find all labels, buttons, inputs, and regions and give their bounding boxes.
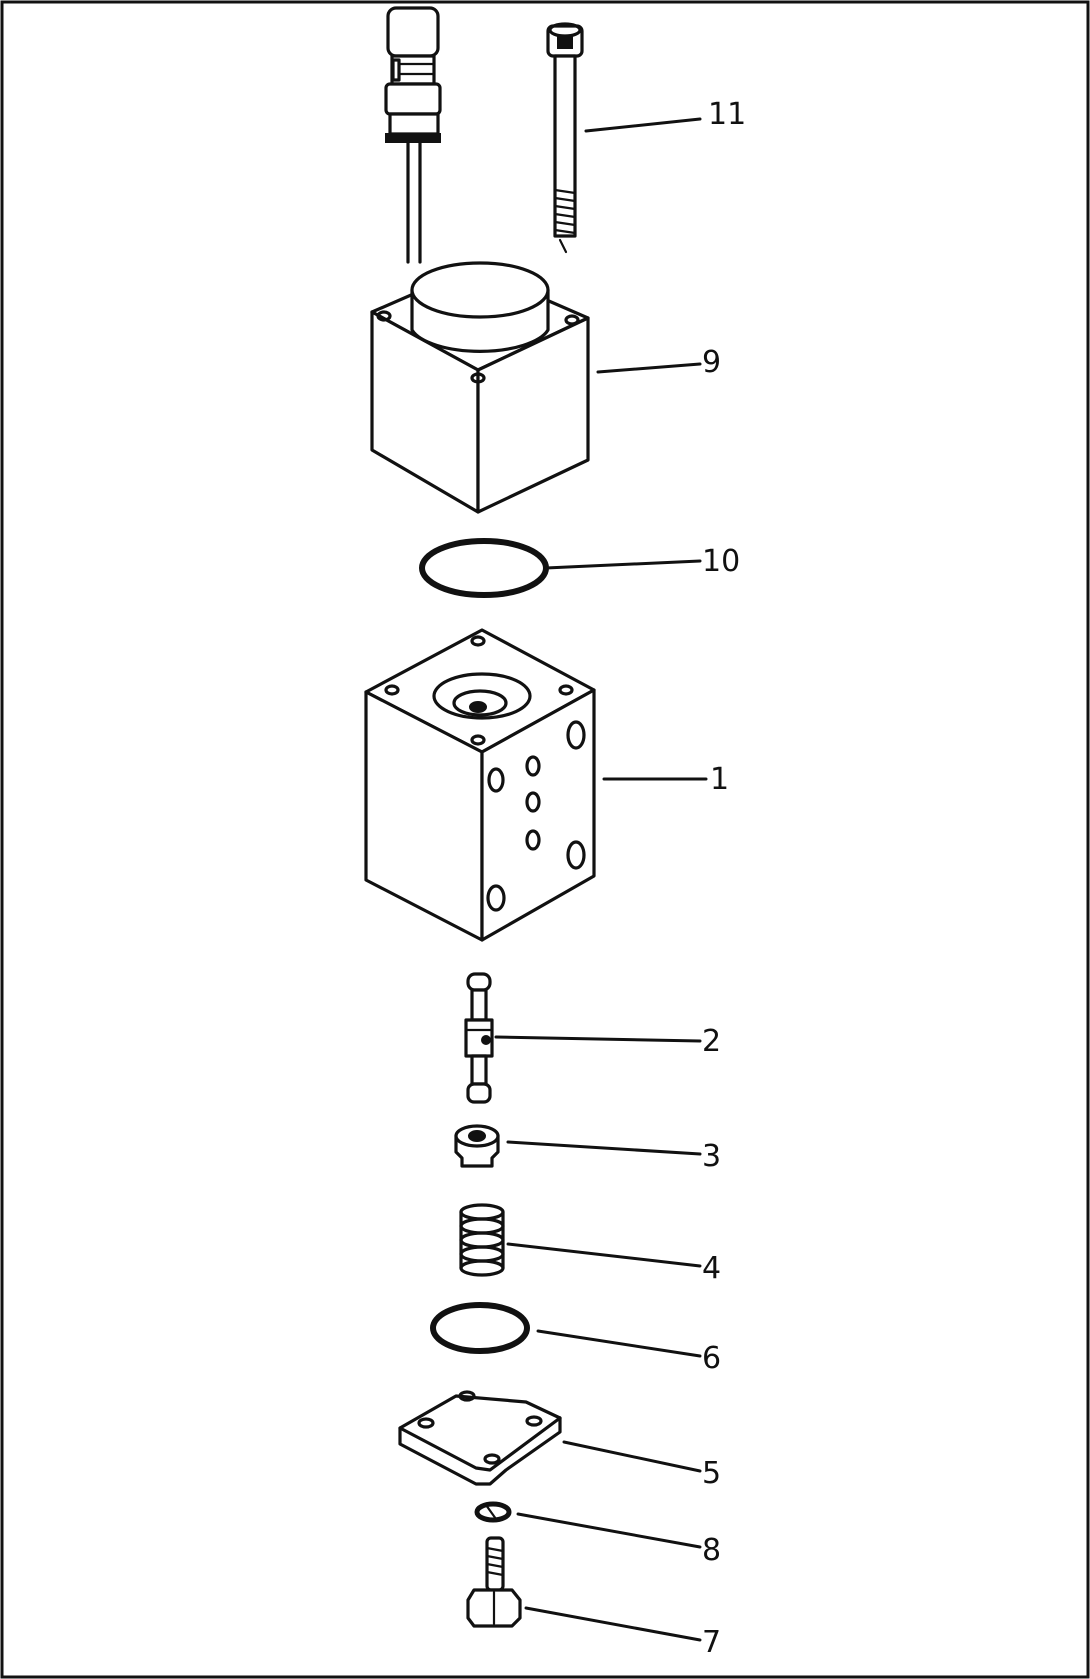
leader-4	[506, 1242, 702, 1268]
part-5-cover-plate	[398, 1390, 562, 1486]
leader-3	[506, 1140, 702, 1156]
part-10-o-ring	[419, 538, 549, 598]
callout-8: 8	[702, 1533, 721, 1568]
callout-1: 1	[710, 762, 729, 797]
leader-lines	[494, 117, 708, 1642]
callout-10: 10	[702, 544, 740, 579]
leader-2	[494, 1035, 702, 1043]
callout-6: 6	[702, 1341, 721, 1376]
leader-8	[516, 1512, 702, 1549]
part-3-seat	[454, 1124, 500, 1168]
leader-5	[562, 1440, 702, 1473]
leader-11	[584, 117, 702, 133]
part-9-connector	[384, 6, 442, 264]
callout-2: 2	[702, 1024, 721, 1059]
part-7-bolt	[466, 1536, 522, 1628]
part-1-valve-body	[364, 628, 596, 942]
leader-9	[596, 362, 702, 374]
leader-7	[524, 1606, 702, 1642]
callout-7: 7	[702, 1625, 721, 1660]
part-8-washer	[474, 1501, 512, 1523]
callout-labels: 11 9 10 1 2 3 4 6 5 8 7	[702, 97, 746, 1660]
part-4-spring	[459, 1203, 505, 1277]
callout-4: 4	[702, 1251, 721, 1286]
callout-9: 9	[702, 345, 721, 380]
callout-11: 11	[708, 97, 746, 132]
callout-5: 5	[702, 1456, 721, 1491]
callout-3: 3	[702, 1139, 721, 1174]
part-6-o-ring	[430, 1302, 530, 1354]
part-9-solenoid	[370, 261, 590, 514]
leader-6	[536, 1329, 702, 1358]
part-2-spool	[464, 972, 494, 1104]
part-11-bolt	[546, 22, 584, 254]
leader-10	[544, 559, 702, 570]
